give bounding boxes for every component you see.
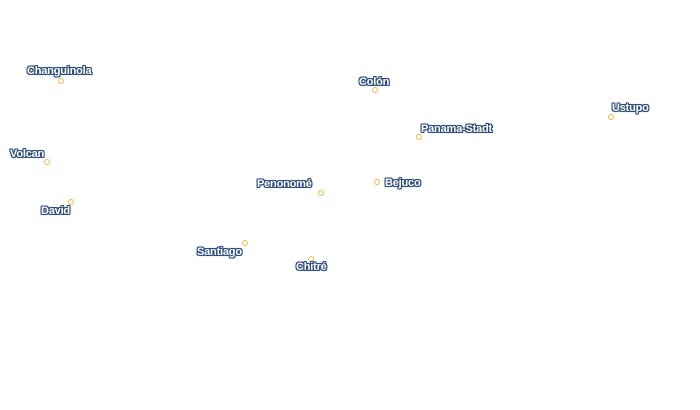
place-marker-penonome[interactable]	[318, 190, 324, 196]
place-marker-david[interactable]	[68, 199, 74, 205]
place-marker-ustupo[interactable]	[608, 114, 614, 120]
place-marker-panama-stadt[interactable]	[416, 134, 422, 140]
place-label-changuinola[interactable]: Changuinola	[27, 65, 92, 77]
place-marker-santiago[interactable]	[242, 240, 248, 246]
place-label-penonome[interactable]: Penonomé	[257, 178, 312, 190]
place-label-panama-stadt[interactable]: Panama-Stadt	[421, 123, 492, 135]
place-label-chitre[interactable]: Chitré	[296, 261, 327, 273]
place-label-ustupo[interactable]: Ustupo	[612, 102, 649, 114]
place-marker-bejuco[interactable]	[374, 179, 380, 185]
place-label-volcan[interactable]: Volcan	[10, 148, 45, 160]
place-marker-colon[interactable]	[372, 87, 378, 93]
place-marker-volcan[interactable]	[44, 159, 50, 165]
place-label-santiago[interactable]: Santiago	[197, 246, 242, 258]
place-label-bejuco[interactable]: Bejuco	[385, 177, 421, 189]
place-marker-chitre[interactable]	[308, 256, 314, 262]
place-label-colon[interactable]: Colón	[359, 76, 390, 88]
place-marker-changuinola[interactable]	[58, 78, 64, 84]
place-label-david[interactable]: David	[41, 205, 70, 217]
